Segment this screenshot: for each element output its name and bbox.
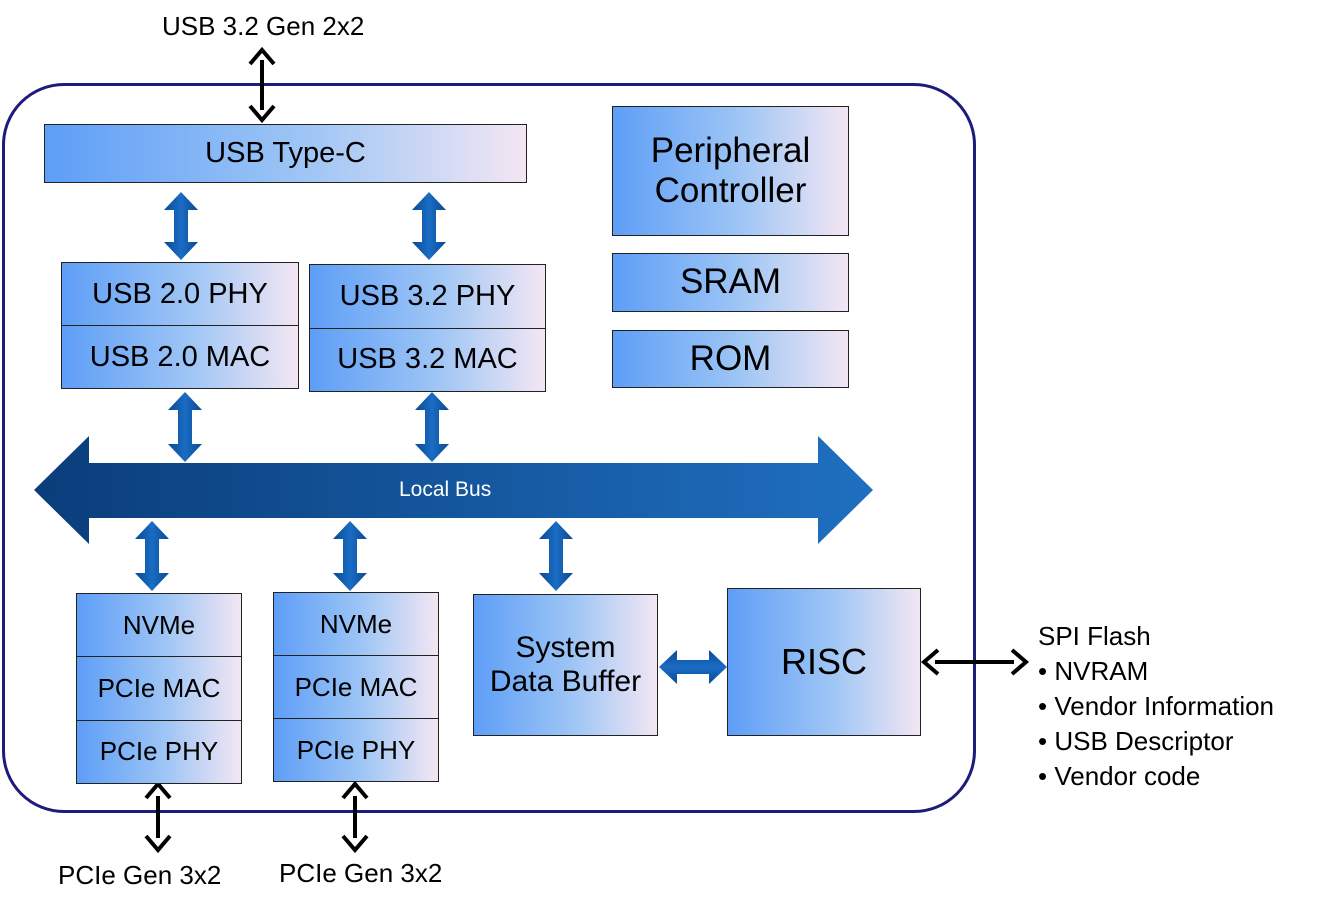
chip-boundary [2, 83, 976, 813]
nvme-stack-a: NVMe PCIe MAC PCIe PHY [76, 593, 242, 784]
pcie-mac-label-a: PCIe MAC [97, 672, 221, 703]
nvme-block-b: NVMe [274, 593, 438, 655]
pcie-phy-label-a: PCIe PHY [99, 736, 219, 767]
peripheral-label-line1: Peripheral [650, 130, 811, 170]
pcie-mac-block-a: PCIe MAC [77, 656, 241, 720]
spi-item: • Vendor Information [1038, 691, 1275, 721]
usb32-mac-block: USB 3.2 MAC [310, 327, 545, 391]
usb20-stack: USB 2.0 PHY USB 2.0 MAC [61, 262, 299, 389]
usb32-mac-label: USB 3.2 MAC [337, 343, 518, 376]
usb20-phy-block: USB 2.0 PHY [62, 263, 298, 325]
rom-label: ROM [689, 338, 772, 378]
risc-label: RISC [780, 641, 867, 683]
arrow-bus-sdb [539, 521, 573, 591]
rom-block: ROM [612, 330, 849, 388]
pcie-phy-block-b: PCIe PHY [274, 718, 438, 781]
spi-item: • NVRAM [1038, 656, 1149, 686]
peripheral-label-line2: Controller [654, 171, 807, 210]
sram-label: SRAM [679, 262, 782, 302]
usb20-mac-block: USB 2.0 MAC [62, 325, 298, 388]
peripheral-controller-block: Peripheral Controller [612, 106, 849, 236]
arrow-bus-nvme-b [333, 521, 367, 591]
pcie-mac-label-b: PCIe MAC [294, 671, 418, 702]
spi-item: • Vendor code [1038, 761, 1201, 791]
sdb-label-line1: System [515, 630, 616, 664]
arrow-usb32-bus [415, 392, 449, 462]
arrow-sdb-risc [659, 650, 727, 684]
usb32-stack: USB 3.2 PHY USB 3.2 MAC [309, 264, 546, 392]
usb-typec-block: USB Type-C [44, 124, 527, 183]
nvme-block-a: NVMe [77, 594, 241, 657]
pcie-mac-block-b: PCIe MAC [274, 655, 438, 718]
usb32-phy-label: USB 3.2 PHY [339, 279, 516, 312]
pcie-external-label-b: PCIe Gen 3x2 [279, 858, 443, 888]
system-data-buffer-block: System Data Buffer [473, 594, 658, 736]
nvme-label-a: NVMe [122, 609, 196, 640]
sram-block: SRAM [612, 253, 849, 312]
local-bus-label: Local Bus [399, 478, 492, 501]
sdb-label-line2: Data Buffer [489, 665, 642, 698]
arrow-typec-usb20 [164, 192, 198, 260]
usb32-phy-block: USB 3.2 PHY [310, 265, 545, 328]
usb-typec-label: USB Type-C [205, 136, 366, 169]
arrow-usb20-bus [168, 392, 202, 462]
risc-block: RISC [727, 588, 921, 736]
nvme-label-b: NVMe [319, 608, 393, 639]
pcie-external-label-a: PCIe Gen 3x2 [58, 860, 222, 890]
usb20-mac-label: USB 2.0 MAC [89, 340, 271, 373]
pcie-phy-block-a: PCIe PHY [77, 719, 241, 783]
pcie-phy-label-b: PCIe PHY [296, 734, 416, 765]
spi-flash-title: SPI Flash [1038, 621, 1151, 651]
local-bus-arrow [34, 436, 873, 544]
arrow-bus-nvme-a [135, 521, 169, 591]
usb20-phy-label: USB 2.0 PHY [92, 277, 268, 310]
spi-flash-info: SPI Flash • NVRAM • Vendor Information •… [1038, 619, 1274, 794]
spi-item: • USB Descriptor [1038, 726, 1234, 756]
nvme-stack-b: NVMe PCIe MAC PCIe PHY [273, 592, 439, 782]
arrow-typec-usb32 [412, 192, 446, 260]
usb-external-label: USB 3.2 Gen 2x2 [162, 11, 365, 41]
